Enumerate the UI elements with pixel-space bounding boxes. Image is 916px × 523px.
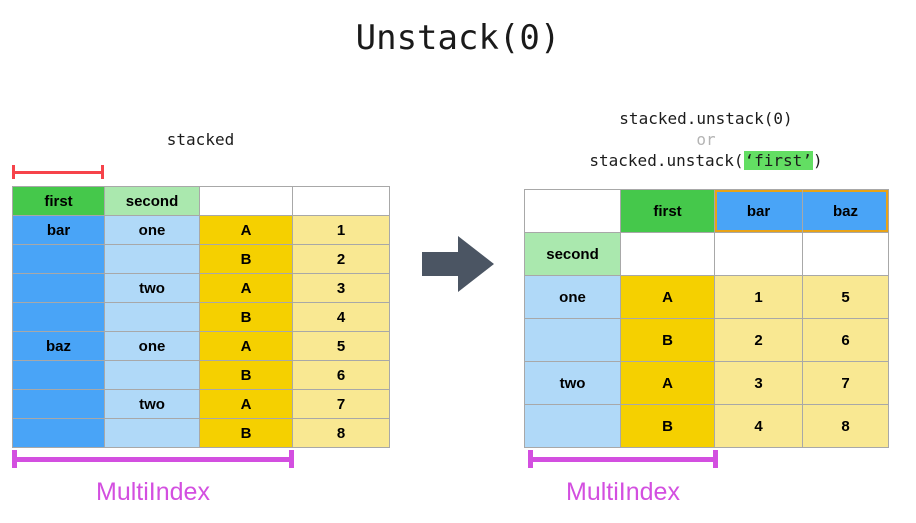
code-prefix: stacked.unstack( [589,151,744,170]
index-level0-cell [12,389,105,419]
data-cell: 8 [292,418,390,448]
table-row: bar one A 1 [12,215,390,245]
bracket-bar [12,171,104,174]
column-key-cell: B [199,302,293,332]
unstacked-dataframe-table: first bar baz second one A 1 5 B 2 6 two… [524,189,889,448]
table-row: baz one A 5 [12,331,390,361]
index-level1-cell [524,318,621,362]
data-cell: 5 [802,275,889,319]
multiindex-label-right: MultiIndex [566,478,680,506]
table-row: one A 1 5 [524,275,889,319]
header-blank-cell-2 [292,186,390,216]
index-level0-cell [12,273,105,303]
bracket-bar [528,457,718,462]
header-blank-cell-2 [714,232,803,276]
index-level1-cell: two [104,389,200,419]
table-row: B 8 [12,418,390,448]
header-blank-cell-1 [199,186,293,216]
index-level1-cell: two [104,273,200,303]
multiindex-bracket-left [12,450,294,468]
index-level-name-second: second [524,232,621,276]
column-key-cell: A [199,273,293,303]
table-row: second [524,232,889,276]
column-level-name-first: first [620,189,715,233]
code-line-alternate: stacked.unstack(‘first’) [524,150,888,171]
data-cell: 1 [714,275,803,319]
column-key-cell: A [199,331,293,361]
data-cell: 8 [802,404,889,448]
table-row: two A 7 [12,389,390,419]
index-level1-cell: one [104,215,200,245]
stacked-caption: stacked [166,130,235,149]
data-cell: 4 [714,404,803,448]
column-header-bar: bar [714,189,803,233]
table-row: B 2 6 [524,318,889,362]
column-key-cell: B [199,360,293,390]
data-cell: 2 [714,318,803,362]
column-key-cell: B [199,418,293,448]
table-row: first second [12,186,390,216]
column-key-cell: B [620,404,715,448]
bracket-cap-right [713,450,718,468]
index-level1-cell: two [524,361,621,405]
code-line-primary: stacked.unstack(0) [619,109,793,128]
right-arrow-icon [422,236,494,292]
table-row: two A 3 [12,273,390,303]
data-cell: 6 [802,318,889,362]
index-level0-cell [12,418,105,448]
bracket-cap-right [289,450,294,468]
data-cell: 3 [714,361,803,405]
corner-blank-cell [524,189,621,233]
column-key-cell: B [620,318,715,362]
data-cell: 7 [292,389,390,419]
column-key-cell: A [199,215,293,245]
multiindex-bracket-right [528,450,718,468]
index-level1-cell: one [104,331,200,361]
data-cell: 2 [292,244,390,274]
column-key-cell: A [620,361,715,405]
table-row: B 4 [12,302,390,332]
column-header-baz: baz [802,189,889,233]
data-cell: 6 [292,360,390,390]
bracket-bar [12,457,294,462]
code-line-or: or [696,130,716,149]
first-level-highlight-bracket [12,165,104,179]
data-cell: 4 [292,302,390,332]
data-cell: 5 [292,331,390,361]
index-level1-cell [104,244,200,274]
page-title: Unstack(0) [355,18,561,58]
index-level0-cell: baz [12,331,105,361]
table-row: B 4 8 [524,404,889,448]
index-level1-cell [104,418,200,448]
column-key-cell: A [620,275,715,319]
multiindex-label-left: MultiIndex [96,478,210,506]
table-row: B 2 [12,244,390,274]
index-level1-cell [104,302,200,332]
index-level1-cell [104,360,200,390]
index-level0-cell [12,302,105,332]
index-level-name-second: second [104,186,200,216]
index-level1-cell [524,404,621,448]
data-cell: 7 [802,361,889,405]
index-level0-cell: bar [12,215,105,245]
data-cell: 3 [292,273,390,303]
index-level1-cell: one [524,275,621,319]
table-row: first bar baz [524,189,889,233]
data-cell: 1 [292,215,390,245]
unstack-code-caption: stacked.unstack(0) or stacked.unstack(‘f… [524,108,888,171]
index-level0-cell [12,360,105,390]
table-row: two A 3 7 [524,361,889,405]
index-level0-cell [12,244,105,274]
column-key-cell: A [199,389,293,419]
table-row: B 6 [12,360,390,390]
stacked-dataframe-table: first second bar one A 1 B 2 two A 3 B [12,186,390,448]
header-blank-cell-3 [802,232,889,276]
bracket-cap-right [101,165,104,179]
code-highlight-arg: ‘first’ [743,151,813,170]
code-suffix: ) [812,151,823,170]
column-key-cell: B [199,244,293,274]
index-level-name-first: first [12,186,105,216]
header-blank-cell-1 [620,232,715,276]
